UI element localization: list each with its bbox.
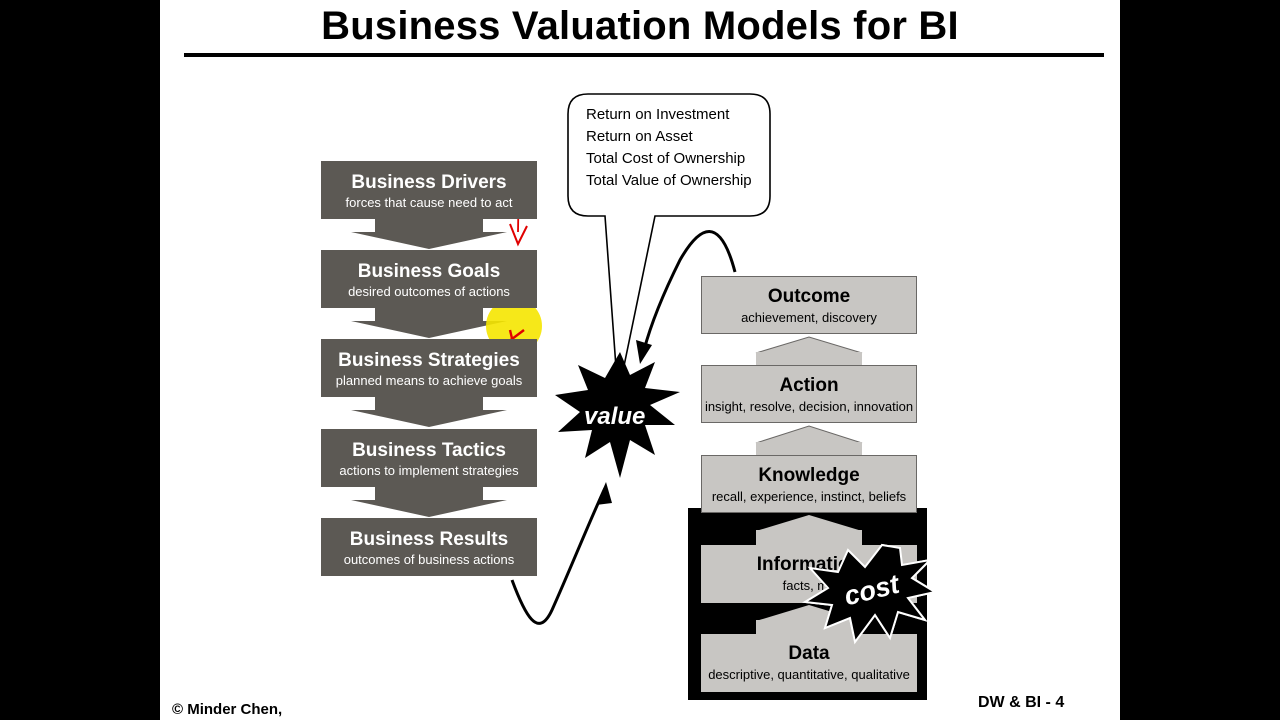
down-arrow-4 bbox=[351, 486, 507, 517]
knowledge-box: Knowledge recall, experience, instinct, … bbox=[701, 455, 917, 513]
page-number: DW & BI - 4 bbox=[978, 694, 1065, 711]
knowledge-sub: recall, experience, instinct, beliefs bbox=[711, 489, 907, 504]
business-goals-box: Business Goals desired outcomes of actio… bbox=[321, 250, 537, 308]
business-results-box: Business Results outcomes of business ac… bbox=[321, 518, 537, 576]
business-goals-heading: Business Goals bbox=[357, 261, 501, 282]
data-box: Data descriptive, quantitative, qualitat… bbox=[701, 634, 917, 692]
business-strategies-heading: Business Strategies bbox=[338, 350, 520, 371]
slide-title: Business Valuation Models for BI bbox=[321, 4, 959, 48]
up-arrow-2 bbox=[755, 425, 863, 444]
copyright-text: © Minder Chen, bbox=[172, 701, 283, 718]
annotation-arrow-1-head bbox=[509, 223, 528, 247]
data-sub: descriptive, quantitative, qualitative bbox=[708, 667, 910, 682]
business-strategies-sub: planned means to achieve goals bbox=[335, 373, 523, 388]
business-drivers-heading: Business Drivers bbox=[351, 172, 507, 193]
business-goals-sub: desired outcomes of actions bbox=[348, 284, 510, 299]
business-strategies-box: Business Strategies planned means to ach… bbox=[321, 339, 537, 397]
callout-line-tvo: Total Value of Ownership bbox=[586, 172, 752, 189]
outcome-box: Outcome achievement, discovery bbox=[701, 276, 917, 334]
action-sub: insight, resolve, decision, innovation bbox=[704, 399, 914, 414]
business-tactics-sub: actions to implement strategies bbox=[339, 463, 519, 478]
outcome-heading: Outcome bbox=[767, 286, 851, 307]
slide: Business Valuation Models for BI bbox=[160, 0, 1120, 720]
outcome-sub: achievement, discovery bbox=[741, 310, 877, 325]
business-results-sub: outcomes of business actions bbox=[343, 552, 515, 567]
return-curve-arrowhead bbox=[636, 340, 652, 364]
business-drivers-sub: forces that cause need to act bbox=[345, 195, 513, 210]
action-box: Action insight, resolve, decision, innov… bbox=[701, 365, 917, 423]
value-burst bbox=[555, 352, 680, 478]
action-heading: Action bbox=[779, 375, 839, 396]
callout-line-tco: Total Cost of Ownership bbox=[586, 150, 746, 167]
up-arrow-1 bbox=[755, 336, 863, 354]
business-tactics-box: Business Tactics actions to implement st… bbox=[321, 429, 537, 487]
business-results-heading: Business Results bbox=[349, 529, 509, 550]
knowledge-heading: Knowledge bbox=[758, 465, 860, 486]
callout-text: Return on Investment Return on Asset Tot… bbox=[586, 104, 752, 192]
down-arrow-2 bbox=[351, 307, 507, 338]
up-arrow-3 bbox=[756, 515, 862, 531]
data-heading: Data bbox=[788, 643, 830, 664]
business-tactics-heading: Business Tactics bbox=[352, 440, 506, 461]
callout-line-roi: Return on Investment bbox=[586, 106, 730, 123]
up-arrow-2-stem bbox=[756, 442, 862, 456]
callout-line-roa: Return on Asset bbox=[586, 128, 693, 145]
value-label: value bbox=[584, 403, 646, 430]
business-drivers-box: Business Drivers forces that cause need … bbox=[321, 161, 537, 219]
down-arrow-1 bbox=[351, 218, 507, 249]
up-arrow-3-stem bbox=[756, 530, 862, 546]
value-curve bbox=[510, 487, 607, 625]
value-curve-arrowhead-up bbox=[596, 482, 612, 505]
up-arrow-1-stem bbox=[756, 352, 862, 366]
down-arrow-3 bbox=[351, 396, 507, 427]
callout-bubble bbox=[567, 93, 771, 396]
return-curve bbox=[642, 230, 737, 351]
title-rule bbox=[184, 53, 1104, 57]
